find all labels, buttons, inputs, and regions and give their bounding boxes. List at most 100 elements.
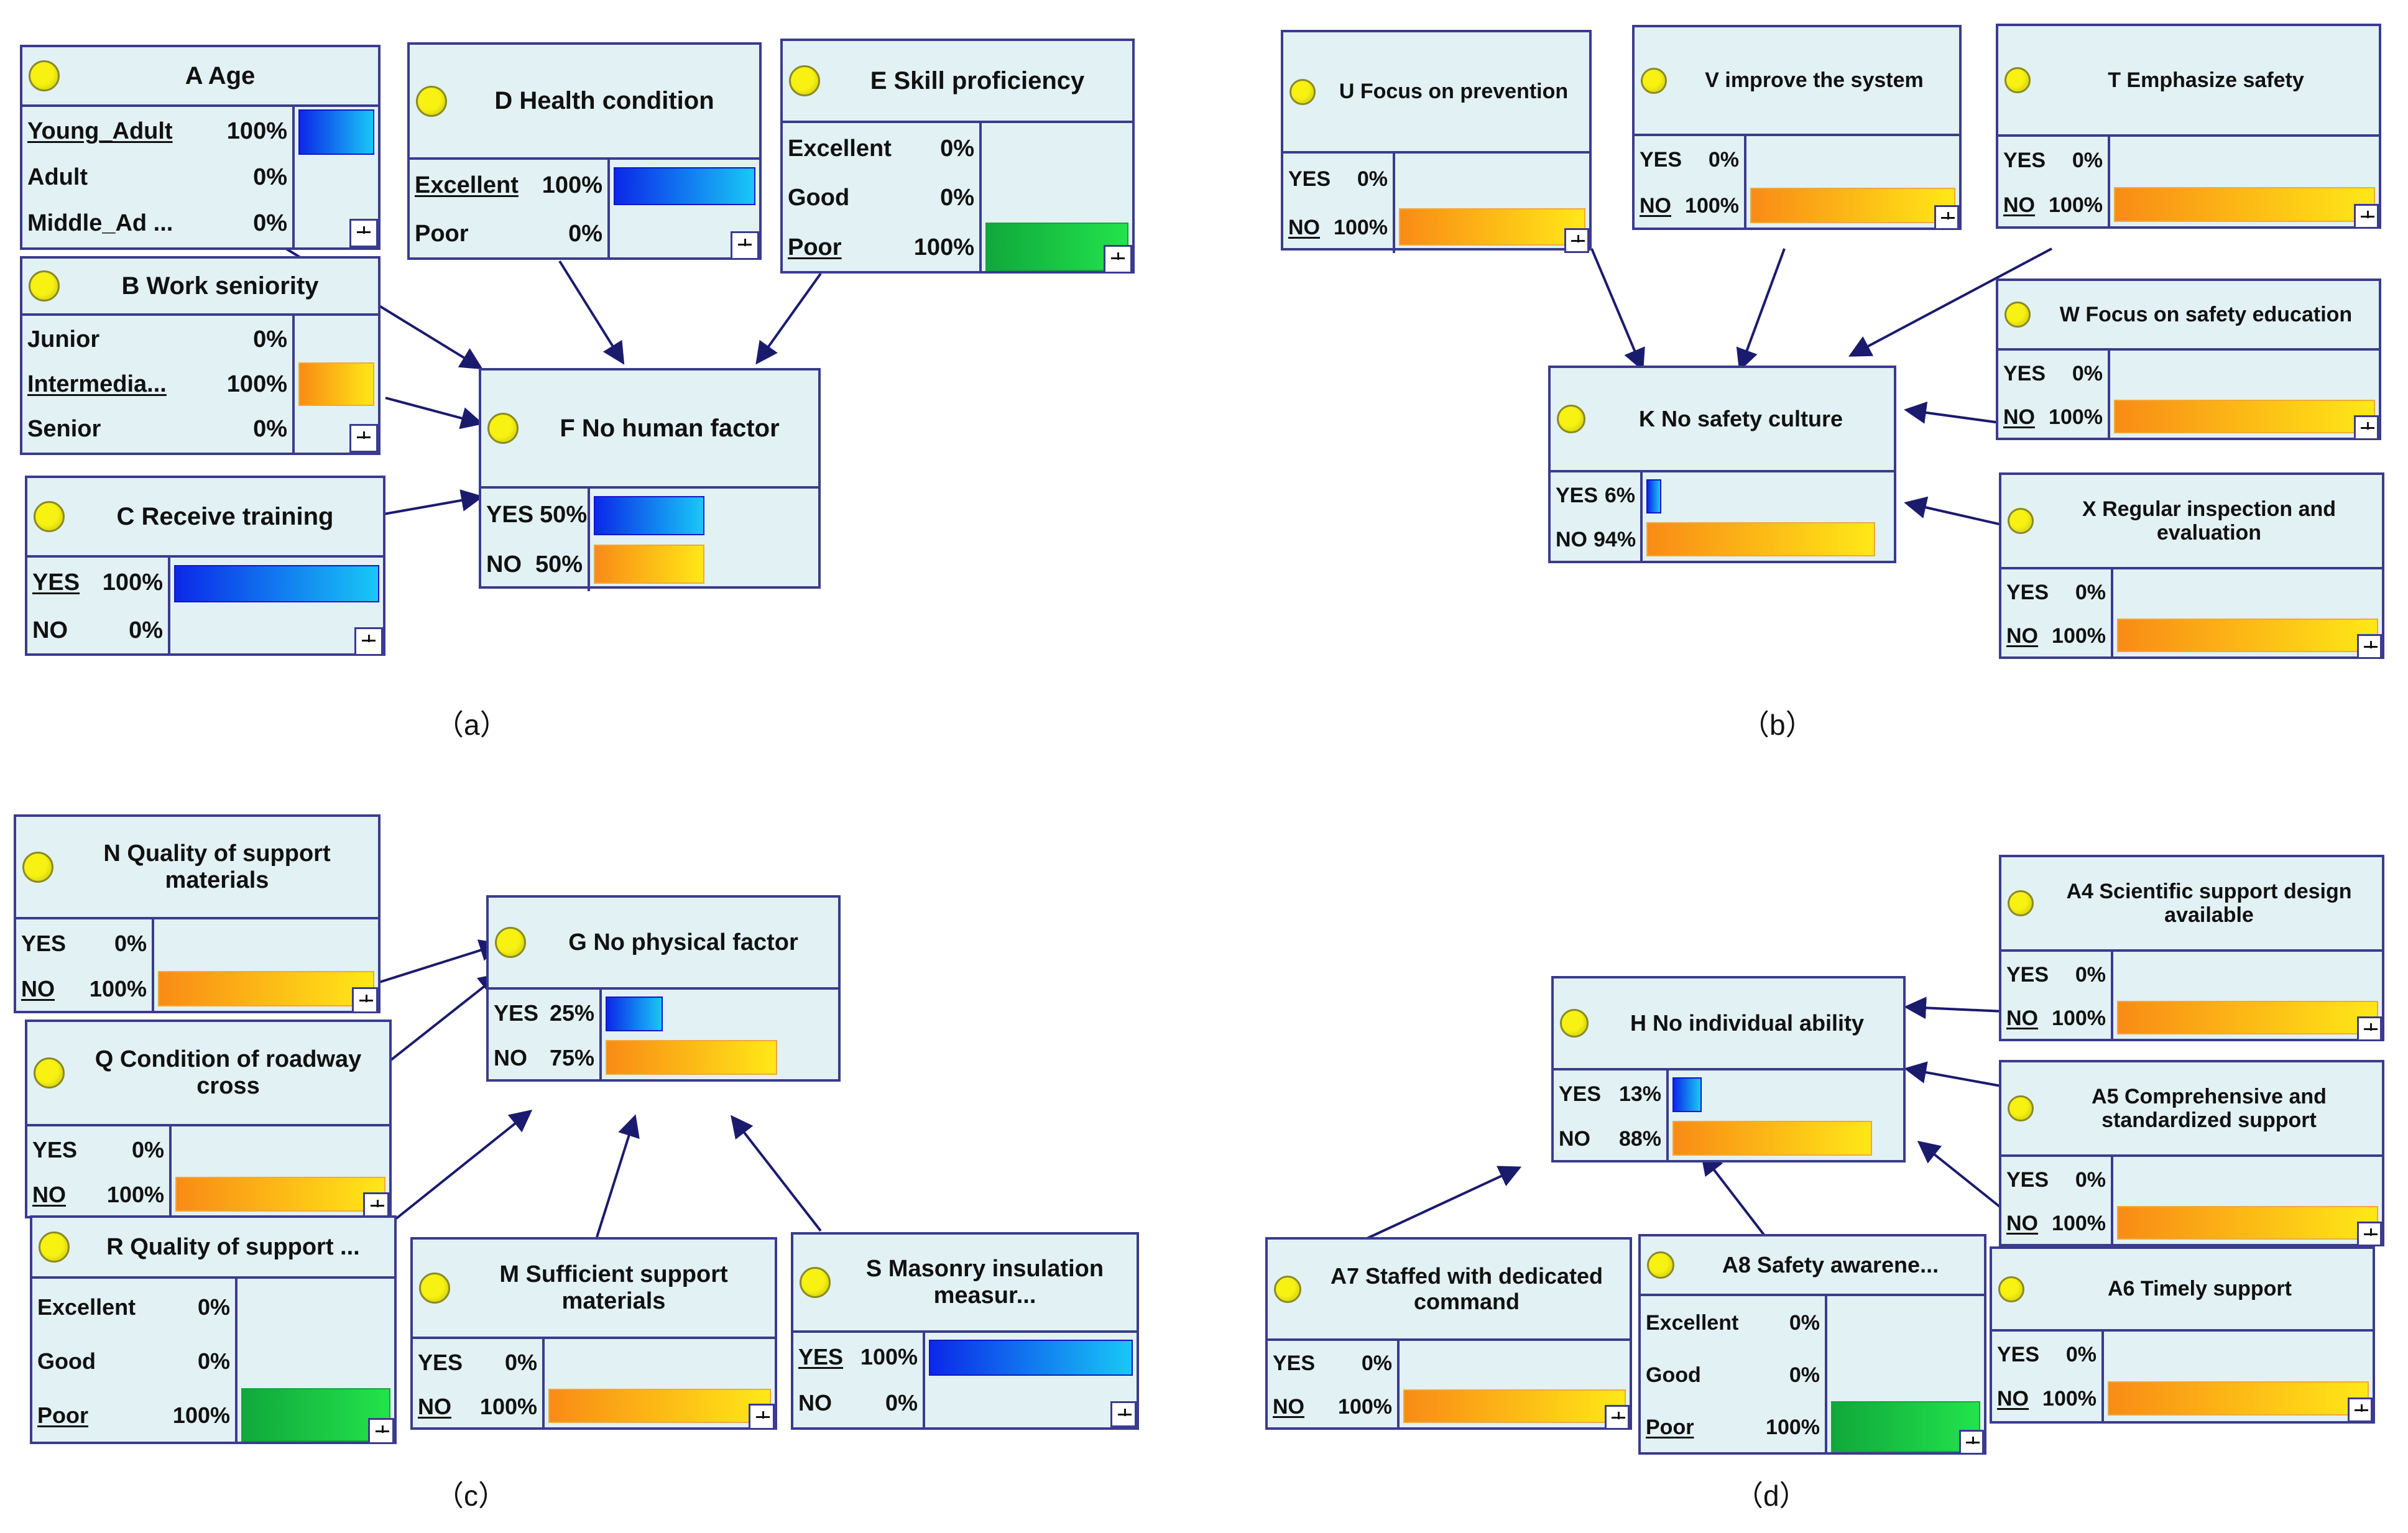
state-row[interactable]: Middle_Ad ...0% xyxy=(27,210,287,237)
evidence-pin-icon[interactable] xyxy=(1605,1405,1630,1430)
node-a4-scientific-support-design-available[interactable]: A4 Scientific support design available Y… xyxy=(1999,855,2384,1041)
evidence-pin-icon[interactable] xyxy=(363,1192,389,1218)
evidence-pin-icon[interactable] xyxy=(2348,1397,2373,1422)
evidence-pin-icon[interactable] xyxy=(1934,205,1959,230)
prob-bar xyxy=(1399,208,1585,246)
evidence-pin-icon[interactable] xyxy=(2354,415,2379,440)
evidence-pin-icon[interactable] xyxy=(731,231,759,260)
evidence-pin-icon[interactable] xyxy=(1104,245,1132,274)
state-row[interactable]: Intermedia...100% xyxy=(27,371,287,398)
evidence-pin-icon[interactable] xyxy=(1564,228,1589,253)
evidence-pin-icon[interactable] xyxy=(368,1418,394,1444)
evidence-pin-icon[interactable] xyxy=(2354,204,2379,229)
state-pct: 0% xyxy=(253,209,287,236)
evidence-pin-icon[interactable] xyxy=(2357,1016,2382,1041)
evidence-pin-icon[interactable] xyxy=(349,219,378,247)
evidence-pin-icon[interactable] xyxy=(749,1404,775,1430)
evidence-pin-icon[interactable] xyxy=(1110,1401,1137,1427)
evidence-pin-icon[interactable] xyxy=(2357,634,2382,659)
evidence-pin-icon[interactable] xyxy=(349,424,378,453)
evidence-pin-icon[interactable] xyxy=(354,627,383,656)
evidence-pin-icon[interactable] xyxy=(1959,1430,1984,1455)
node-a5-comprehensive-and-standardized-support[interactable]: A5 Comprehensive and standardized suppor… xyxy=(1999,1060,2384,1246)
evidence-pin-icon[interactable] xyxy=(352,987,378,1013)
state-pct: 100% xyxy=(2049,193,2103,217)
evidence-pin-icon[interactable] xyxy=(2357,1222,2382,1246)
